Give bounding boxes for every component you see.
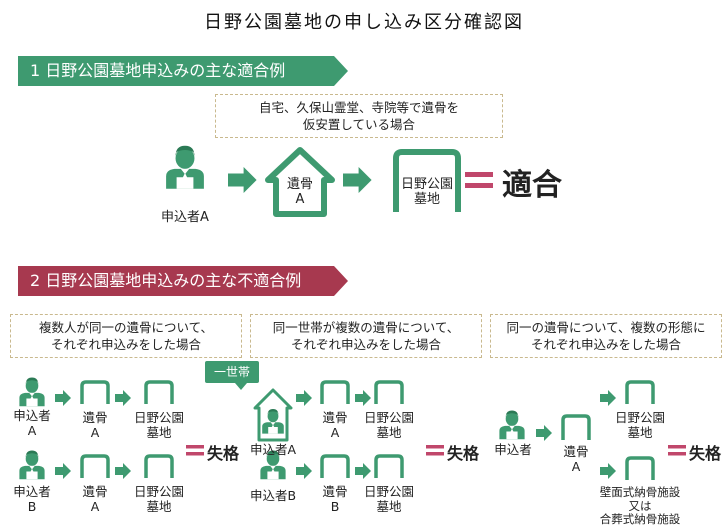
- cemetery-label: 日野公園 墓地: [400, 177, 453, 207]
- result-disqualified: 失格: [447, 444, 480, 463]
- page-title: 日野公園墓地の申し込み区分確認図: [204, 12, 524, 33]
- case1-applicant-a: 申込者 A: [13, 408, 51, 438]
- case3-cemetery: 日野公園 墓地: [614, 410, 665, 440]
- case2-applicant-b: 申込者B: [249, 488, 297, 503]
- case2-cemetery-2: 日野公園 墓地: [363, 484, 414, 514]
- equals-icon: [465, 172, 493, 188]
- person-icon: [262, 409, 284, 434]
- arrow-right-icon: [55, 463, 71, 479]
- case2-cemetery-1: 日野公園 墓地: [363, 410, 414, 440]
- arrow-right-icon: [55, 390, 71, 406]
- frame-icon: [561, 414, 591, 440]
- arrow-right-icon: [343, 167, 372, 193]
- case3-applicant: 申込者: [494, 442, 532, 457]
- case1-note: 複数人が同一の遺骨について、 それぞれ申込みをした場合: [10, 314, 242, 358]
- arrow-right-icon: [115, 463, 131, 479]
- frame-icon: [80, 380, 110, 404]
- person-icon: [19, 377, 45, 407]
- frame-icon: [625, 380, 655, 404]
- case1-applicant-b: 申込者 B: [13, 484, 51, 514]
- frame-icon: [374, 380, 404, 404]
- equals-icon: [186, 445, 204, 456]
- remains-label: 遺骨 A: [286, 177, 313, 207]
- arrow-right-icon: [536, 425, 552, 441]
- result-disqualified: 失格: [689, 444, 722, 463]
- applicant-label: 申込者A: [161, 210, 209, 225]
- case1-remains-1: 遺骨 A: [82, 410, 108, 440]
- result-disqualified: 失格: [207, 444, 240, 463]
- household-tag: 一世帯: [205, 361, 259, 390]
- equals-icon: [668, 445, 686, 456]
- frame-icon: [374, 454, 404, 478]
- section1-note: 自宅、久保山霊堂、寺院等で遺骨を 仮安置している場合: [215, 94, 503, 138]
- arrow-right-icon: [296, 463, 312, 479]
- case1-cemetery-2: 日野公園 墓地: [133, 484, 184, 514]
- case2-applicant-a: 申込者A: [249, 442, 297, 457]
- case2-remains-1: 遺骨 A: [322, 410, 348, 440]
- frame-icon: [144, 380, 174, 404]
- house-icon: [253, 388, 293, 442]
- person-icon: [499, 410, 525, 440]
- arrow-right-icon: [600, 463, 616, 479]
- result-suitable: 適合: [502, 168, 562, 203]
- frame-icon: [393, 149, 461, 212]
- frame-icon: [144, 454, 174, 478]
- case3-remains: 遺骨 A: [563, 444, 589, 474]
- frame-icon: [625, 456, 655, 480]
- equals-icon: [426, 445, 444, 456]
- case3-note: 同一の遺骨について、複数の形態に それぞれ申込みをした場合: [490, 314, 722, 358]
- case2-remains-2: 遺骨 B: [322, 484, 348, 514]
- case1-remains-2: 遺骨 A: [82, 484, 108, 514]
- frame-icon: [80, 454, 110, 478]
- arrow-right-icon: [296, 390, 312, 406]
- arrow-right-icon: [355, 463, 371, 479]
- person-icon: [19, 450, 45, 480]
- frame-icon: [320, 454, 350, 478]
- arrow-right-icon: [355, 390, 371, 406]
- case3-other-facility: 壁面式納骨施設 又は 合葬式納骨施設: [599, 485, 681, 526]
- frame-icon: [320, 380, 350, 404]
- person-icon: [166, 145, 204, 189]
- section1-banner: 1 日野公園墓地申込みの主な適合例: [18, 56, 348, 86]
- arrow-right-icon: [228, 167, 257, 193]
- case1-cemetery-1: 日野公園 墓地: [133, 410, 184, 440]
- arrow-right-icon: [600, 390, 616, 406]
- arrow-right-icon: [115, 390, 131, 406]
- case2-note: 同一世帯が複数の遺骨について、 それぞれ申込みをした場合: [250, 314, 482, 358]
- section2-banner: 2 日野公園墓地申込みの主な不適合例: [18, 266, 348, 296]
- house-icon: [265, 147, 335, 217]
